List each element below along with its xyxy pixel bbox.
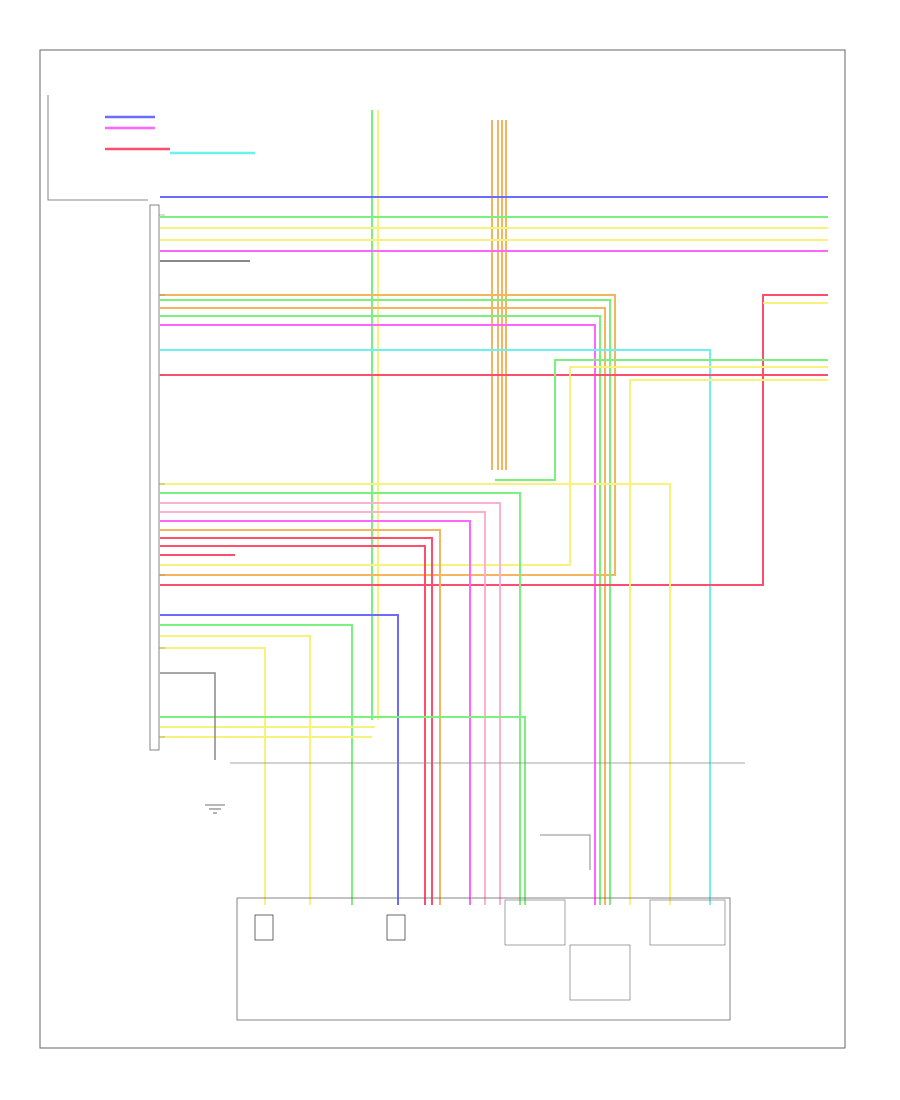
temp-sensor-sub-box: [649, 899, 726, 946]
module-pin-ticks: [159, 214, 165, 738]
module-sub-box: [569, 944, 631, 1001]
solenoid-symbol-left: [254, 914, 274, 941]
solenoid-component-box: [236, 897, 731, 1021]
sensor-sub-box: [504, 899, 566, 946]
diagram-frame: [39, 49, 846, 1049]
control-module-body: [149, 204, 160, 751]
top-left-inset: [47, 95, 148, 201]
ground-wire: [160, 672, 216, 760]
inner-connector-bracket: [540, 834, 591, 870]
ground-symbol-icon: [205, 804, 225, 814]
harness-wires: [160, 196, 828, 905]
top-left-wires: [105, 115, 255, 155]
solenoid-symbol-right: [386, 914, 406, 941]
